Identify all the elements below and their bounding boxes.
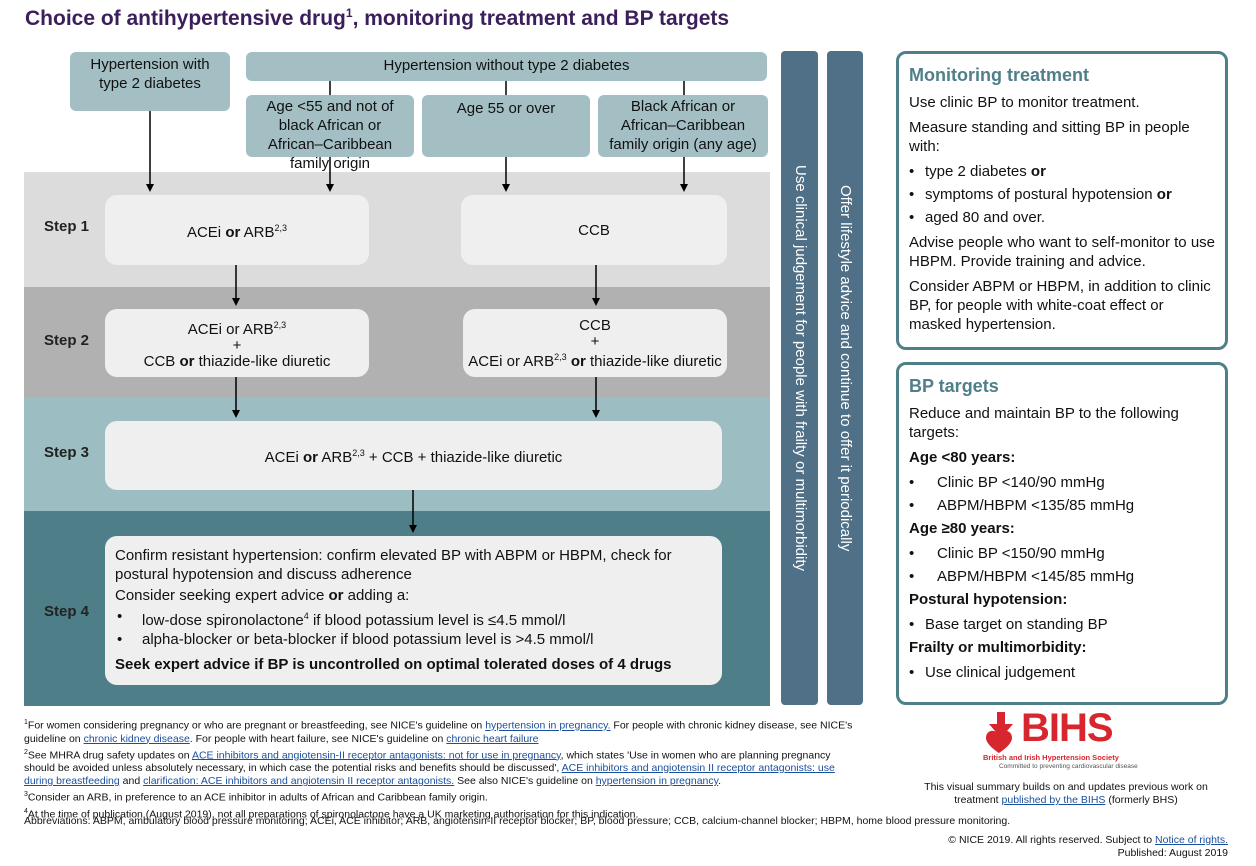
step4-consider: Consider seeking expert advice or adding… bbox=[115, 586, 410, 604]
bp-targets-panel: BP targets Reduce and maintain BP to the… bbox=[896, 362, 1228, 705]
step2-left-box: ACEi or ARB2,3 + CCB or thiazide-like di… bbox=[105, 309, 369, 377]
bihs-logo: BIHS British and Irish Hypertension Soci… bbox=[983, 706, 1143, 772]
copyright: © NICE 2019. All rights reserved. Subjec… bbox=[880, 834, 1228, 860]
flow-arrows bbox=[146, 81, 688, 533]
bihs-summary: This visual summary builds on and update… bbox=[924, 781, 1208, 806]
footnote-2: 2See MHRA drug safety updates on ACE inh… bbox=[24, 748, 835, 788]
link-notice-of-rights[interactable]: Notice of rights. bbox=[1155, 834, 1228, 846]
step4-confirm: Confirm resistant hypertension: confirm … bbox=[115, 546, 672, 583]
step1-acei-arb-box: ACEi or ARB2,3 bbox=[105, 195, 369, 265]
monitoring-treatment-panel: Monitoring treatment Use clinic BP to mo… bbox=[896, 51, 1228, 350]
published-date: Published: August 2019 bbox=[1117, 847, 1228, 859]
bihs-logo-text: BIHS bbox=[1021, 706, 1114, 750]
monitoring-heading: Monitoring treatment bbox=[909, 65, 1089, 85]
bihs-heart-arrow-icon bbox=[986, 712, 1013, 753]
target-under80-abpm: •ABPM/HBPM <135/85 mmHg bbox=[909, 497, 1135, 514]
bihs-name: British and Irish Hypertension Society bbox=[983, 753, 1119, 762]
target-over80-abpm: •ABPM/HBPM <145/85 mmHg bbox=[909, 568, 1135, 585]
target-under80-clinic: •Clinic BP <140/90 mmHg bbox=[909, 474, 1105, 491]
page-title: Choice of antihypertensive drug1, monito… bbox=[25, 6, 730, 30]
link-bihs[interactable]: published by the BIHS bbox=[1001, 794, 1106, 806]
step1-ccb-box: CCB bbox=[461, 195, 727, 265]
header-black-african: Black African or African–Caribbean famil… bbox=[598, 95, 768, 157]
header-age-under-55: Age <55 and not of black African or Afri… bbox=[246, 95, 414, 172]
footnote-3: 3Consider an ARB, in preference to an AC… bbox=[24, 791, 488, 804]
step2-right-box: CCB + ACEi or ARB2,3 or thiazide-like di… bbox=[463, 309, 727, 377]
step4-bullet-blockers: •alpha-blocker or beta-blocker if blood … bbox=[117, 630, 594, 648]
link-hypertension-in-pregnancy-2[interactable]: hypertension in pregnancy bbox=[595, 775, 719, 787]
header-with-diabetes: Hypertension with type 2 diabetes bbox=[70, 52, 230, 111]
step2-label: Step 2 bbox=[44, 332, 90, 349]
footnote-4: 4At the time of publication (August 2019… bbox=[24, 807, 639, 821]
footnote-1: 1For women considering pregnancy or who … bbox=[24, 719, 853, 745]
link-chronic-kidney-disease[interactable]: chronic kidney disease bbox=[83, 732, 190, 745]
target-over80-clinic: •Clinic BP <150/90 mmHg bbox=[909, 545, 1105, 562]
abbreviations: Abbreviations: ABPM, ambulatory blood pr… bbox=[24, 815, 1011, 827]
step4-bullet-spironolactone: •low-dose spironolactone4 if blood potas… bbox=[117, 607, 566, 629]
bihs-tagline: Committed to preventing cardiovascular d… bbox=[999, 763, 1138, 770]
header-without-diabetes: Hypertension without type 2 diabetes bbox=[246, 52, 767, 81]
target-postural: •Base target on standing BP bbox=[909, 616, 1108, 633]
monitoring-bullet-diabetes: •type 2 diabetes or bbox=[909, 163, 1046, 180]
link-mhra-breastfeeding[interactable]: ACE inhibitors and angiotensin II recept… bbox=[24, 762, 835, 787]
link-chronic-heart-failure[interactable]: chronic heart failure bbox=[446, 732, 539, 745]
monitoring-bullet-postural: •symptoms of postural hypotension or bbox=[909, 186, 1172, 203]
header-age-55-or-over: Age 55 or over bbox=[422, 95, 590, 157]
link-hypertension-in-pregnancy[interactable]: hypertension in pregnancy. bbox=[485, 719, 611, 732]
monitoring-bullet-aged: •aged 80 and over. bbox=[909, 209, 1046, 226]
step3-label: Step 3 bbox=[44, 444, 90, 461]
clinical-judgement-bar: Use clinical judgement for people with f… bbox=[781, 51, 818, 705]
link-mhra-pregnancy[interactable]: ACE inhibitors and angiotensin-II recept… bbox=[191, 749, 561, 761]
step4-box: Confirm resistant hypertension: confirm … bbox=[105, 536, 722, 685]
lifestyle-advice-bar: Offer lifestyle advice and continue to o… bbox=[827, 51, 863, 705]
footnotes: 1For women considering pregnancy or who … bbox=[24, 716, 864, 821]
clinical-judgement-text: Use clinical judgement for people with f… bbox=[792, 165, 809, 571]
target-frailty: •Use clinical judgement bbox=[909, 664, 1076, 681]
link-mhra-clarification[interactable]: clarification: ACE inhibitors and angiot… bbox=[143, 775, 455, 787]
targets-heading: BP targets bbox=[909, 376, 999, 396]
lifestyle-advice-text: Offer lifestyle advice and continue to o… bbox=[837, 185, 854, 552]
step1-label: Step 1 bbox=[44, 218, 90, 235]
step4-seek-advice: Seek expert advice if BP is uncontrolled… bbox=[115, 655, 672, 673]
step3-box: ACEi or ARB2,3 + CCB + thiazide-like diu… bbox=[105, 421, 722, 490]
step4-label: Step 4 bbox=[44, 603, 90, 620]
